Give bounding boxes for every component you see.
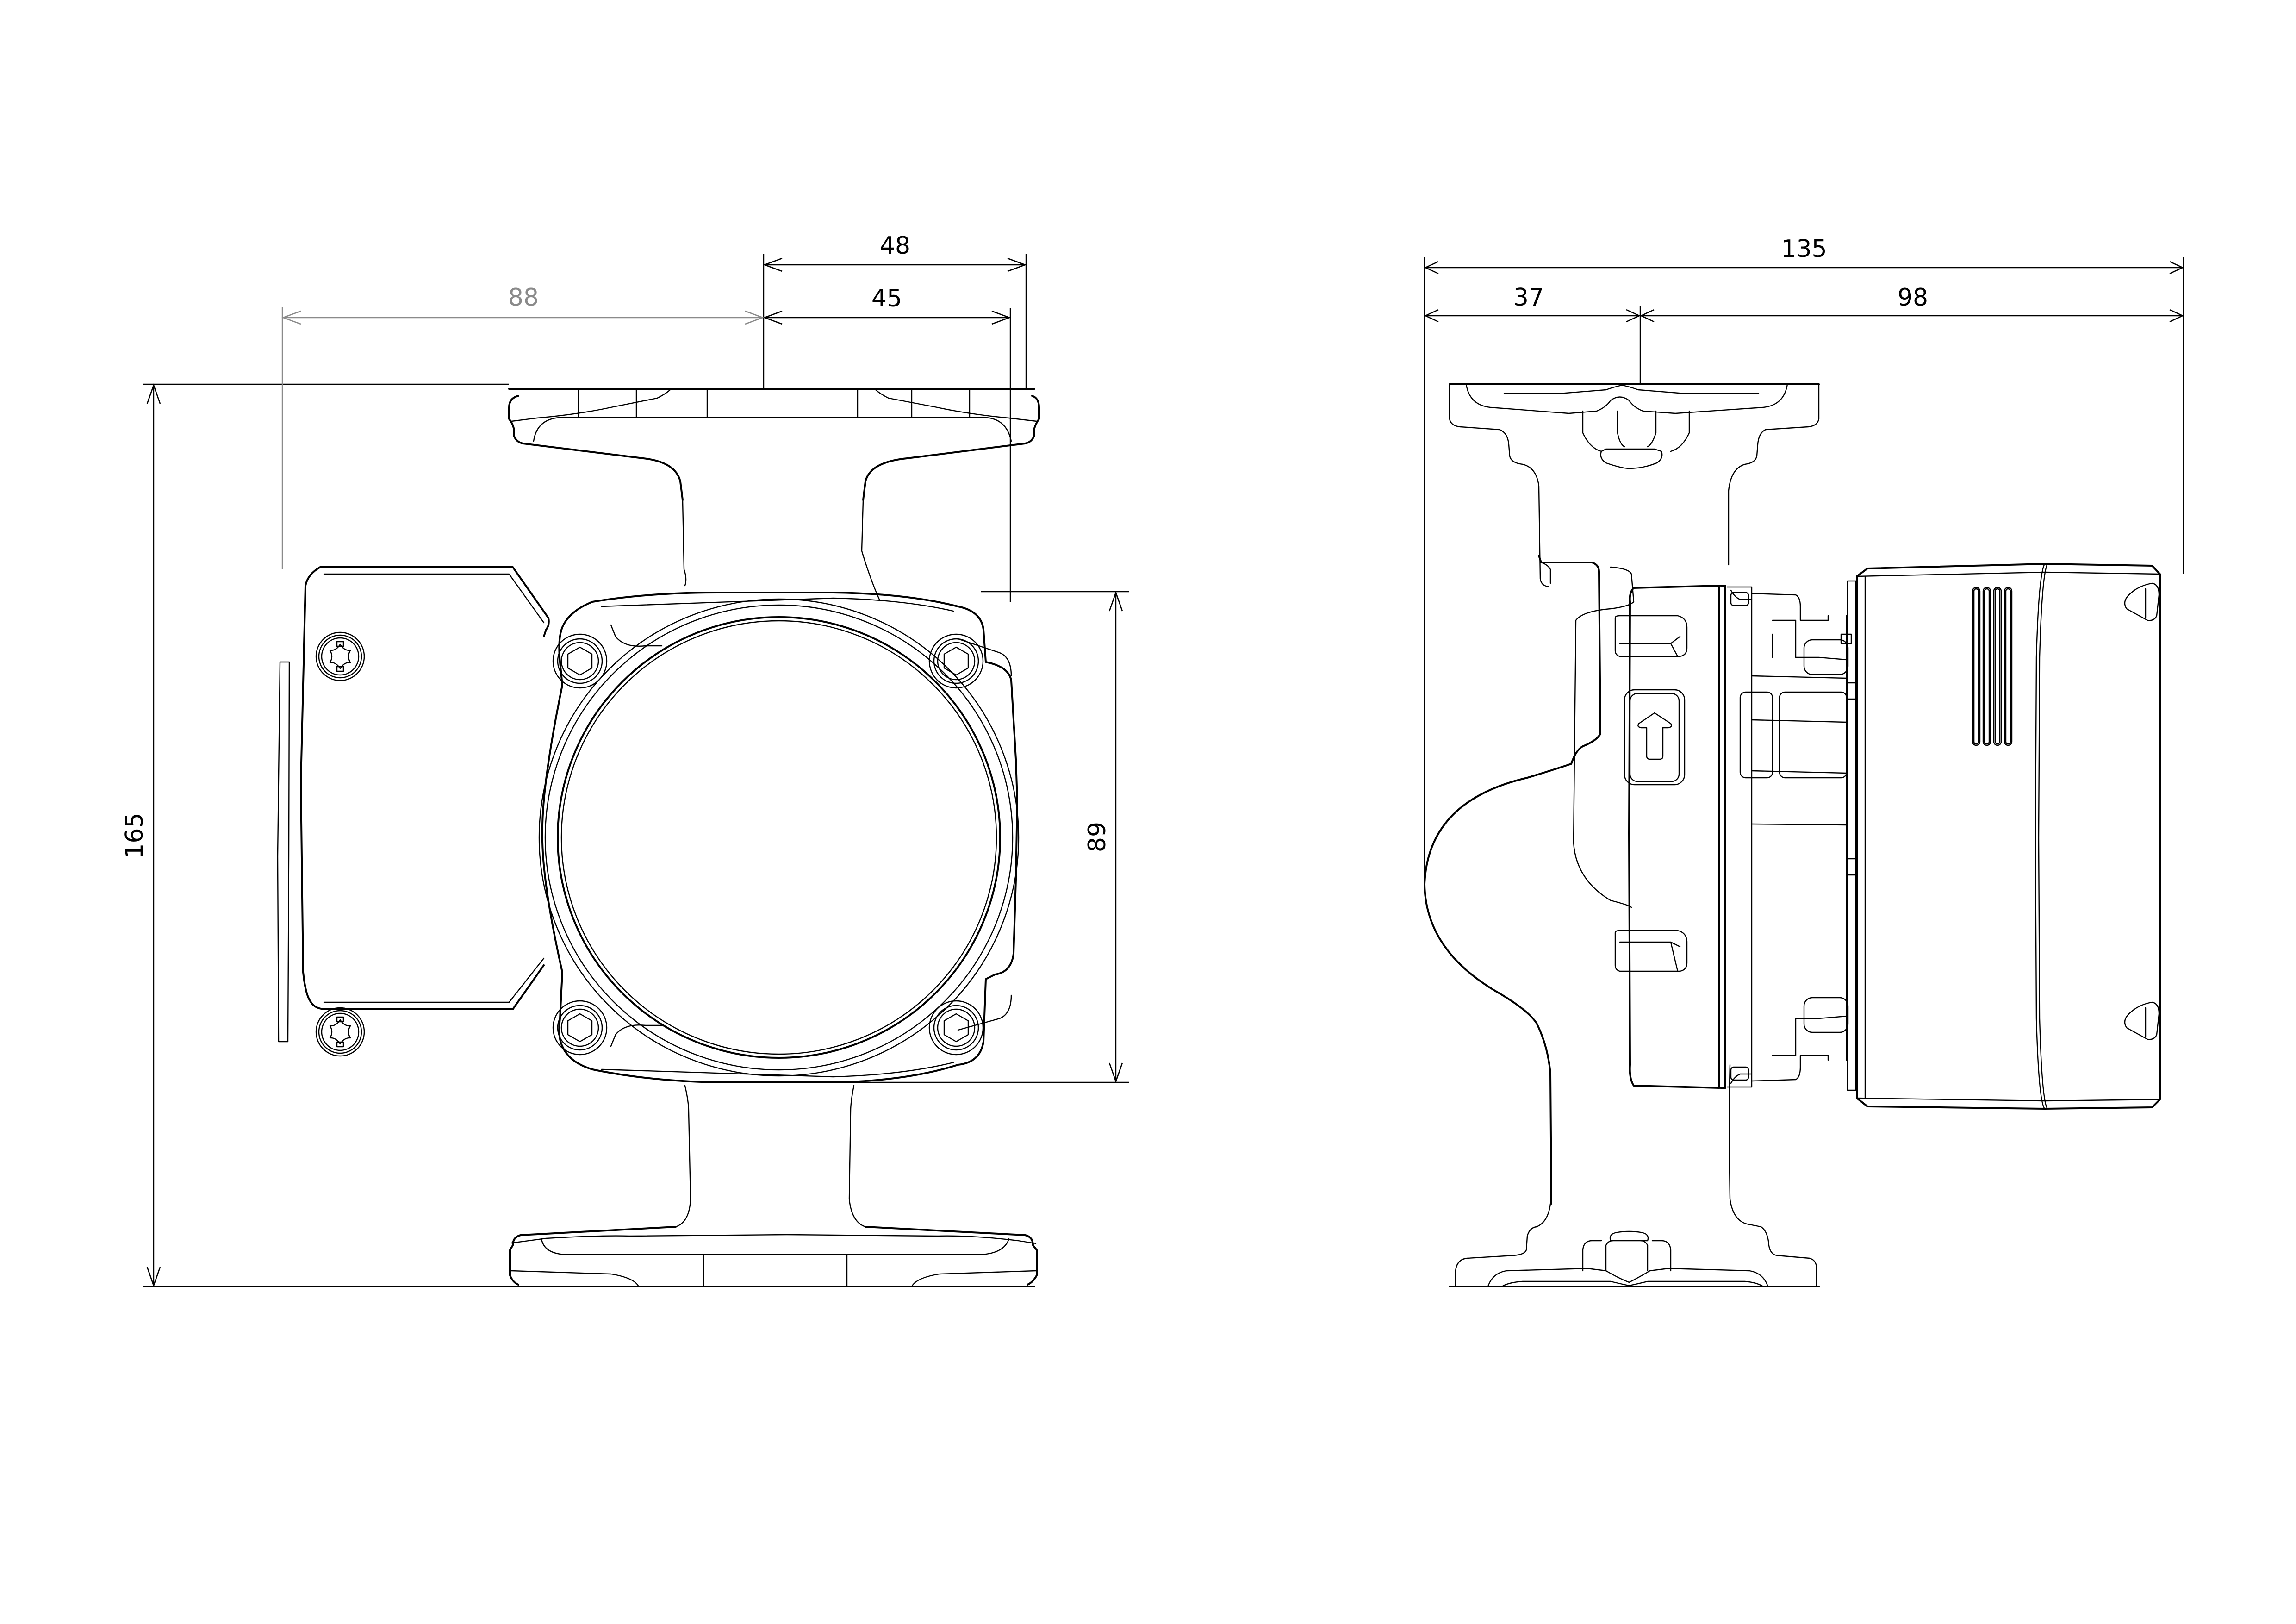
torx-screw-icon	[315, 631, 365, 681]
electronics-module	[1847, 563, 2161, 1110]
hex-bolt-icon	[928, 1000, 984, 1056]
flow-direction-arrow-icon	[1637, 712, 1672, 760]
cable-entry-icon	[2124, 582, 2160, 621]
cable-entry-icon	[2124, 1001, 2160, 1040]
motor-head	[538, 592, 1020, 1083]
dim-37-label: 37	[1513, 284, 1544, 312]
front-dimensions: 165 89 48 45 88	[121, 232, 1129, 1287]
dim-48-label: 48	[880, 232, 910, 260]
torx-screw-icon	[315, 1007, 365, 1057]
dim-89-label: 89	[1083, 822, 1111, 852]
stator-ring	[1720, 585, 1852, 1089]
hex-bolt-icon	[552, 1000, 608, 1056]
upper-neck-right	[861, 499, 880, 600]
terminal-box	[277, 566, 550, 1043]
bottom-flange	[508, 1226, 1038, 1287]
side-top-flange	[1449, 383, 1820, 587]
side-dimensions: 135 37 98	[1424, 235, 2184, 685]
upper-neck-left	[682, 499, 687, 587]
stator-collar	[1614, 585, 1720, 1089]
dim-135-label: 135	[1781, 235, 1827, 263]
dim-45-label: 45	[871, 285, 902, 312]
dim-165-label: 165	[121, 812, 149, 858]
dim-88-label: 88	[508, 284, 539, 312]
side-view	[1424, 383, 2161, 1287]
pump-housing-volute	[1424, 555, 1820, 1287]
top-flange	[508, 388, 1040, 501]
cable-entry	[2124, 582, 2160, 1040]
cooling-ribs	[1972, 587, 2013, 746]
hex-bolt-icon	[928, 633, 984, 689]
lower-neck-right	[848, 1085, 866, 1228]
lower-neck-left	[675, 1085, 691, 1228]
dim-98-label: 98	[1898, 284, 1928, 312]
front-view	[277, 388, 1040, 1287]
hex-bolt-icon	[552, 633, 608, 689]
